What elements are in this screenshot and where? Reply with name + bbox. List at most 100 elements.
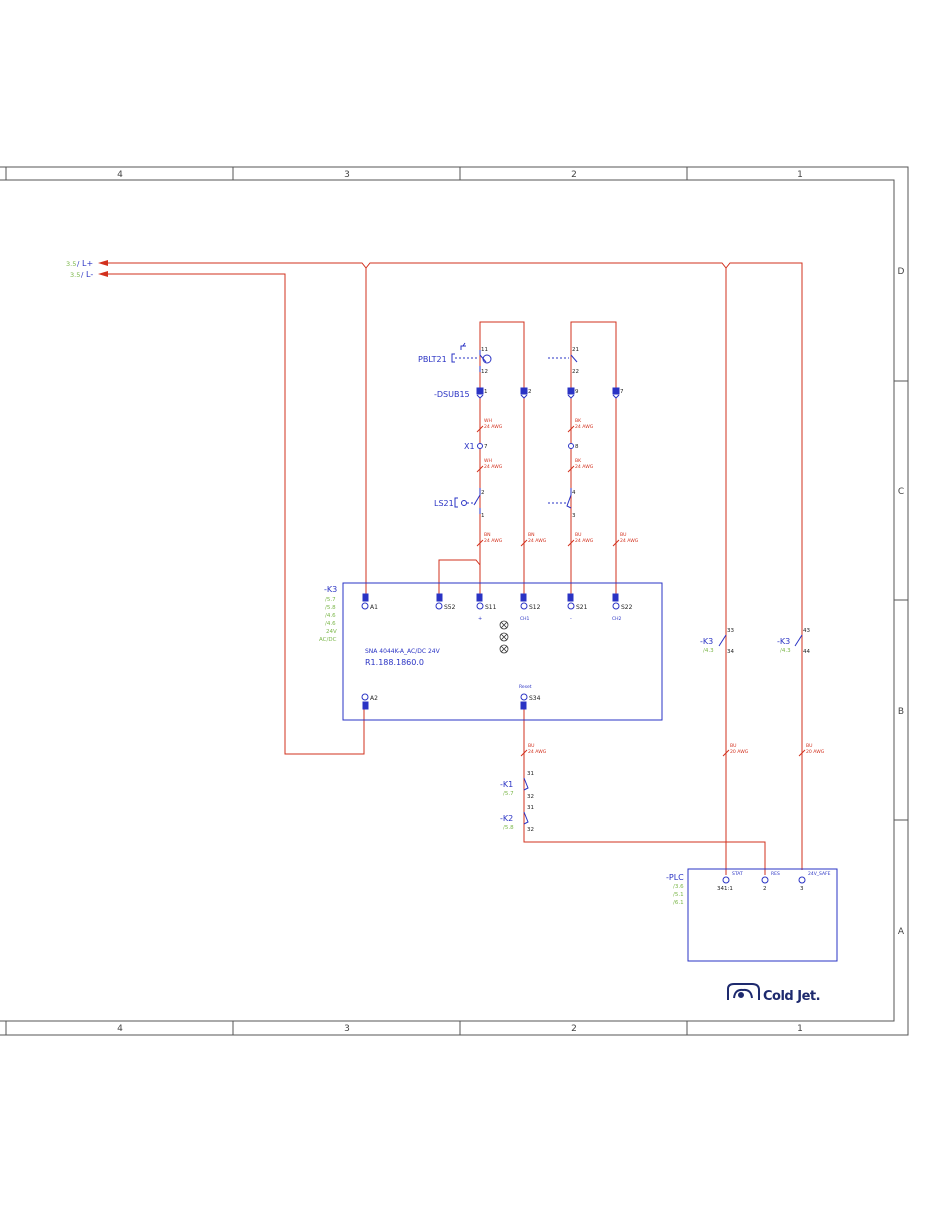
k3-terminal-s22: S22 bbox=[621, 604, 633, 611]
plc-signal-stat: STAT bbox=[732, 871, 743, 877]
k3-voltage-type: AC/DC bbox=[319, 637, 337, 643]
plc-terminals bbox=[722, 876, 806, 884]
pin-k2-32: 32 bbox=[527, 827, 534, 833]
row-label-b: B bbox=[898, 707, 904, 717]
plc-signal-res: RES bbox=[771, 871, 780, 877]
lminus-arrow-icon bbox=[98, 271, 108, 277]
cold-jet-logo-text: Cold Jet. bbox=[763, 989, 820, 1004]
wire-color-bu-2: BU bbox=[620, 532, 627, 538]
k3-terminal-a1: A1 bbox=[370, 604, 378, 611]
k3-ref-1: /5.7 bbox=[325, 597, 336, 603]
lminus-label: L- bbox=[86, 270, 93, 279]
pin-k3-43: 43 bbox=[803, 628, 810, 634]
column-label-2-bottom: 2 bbox=[571, 1024, 577, 1034]
k3-part-number: R1.188.1860.0 bbox=[365, 658, 424, 667]
k3-ch2-marker: CH2 bbox=[612, 616, 622, 622]
k3-ref-2: /5.8 bbox=[325, 605, 336, 611]
dsub15-connector-symbols bbox=[476, 387, 620, 399]
column-label-1: 1 bbox=[797, 170, 803, 180]
k1-ref: /5.7 bbox=[503, 791, 514, 797]
pin-dsub-1: 1 bbox=[484, 389, 488, 395]
k3-reset-label: Reset bbox=[519, 684, 532, 690]
pblt21-pushbutton-symbol bbox=[451, 342, 578, 372]
plc-box bbox=[687, 868, 838, 962]
wire-color-bu-5: BU bbox=[806, 743, 813, 749]
k1-label: -K1 bbox=[500, 780, 513, 789]
k3-terminal-s52: S52 bbox=[444, 604, 456, 611]
k3-contact1-ref: /4.3 bbox=[703, 648, 714, 654]
pin-k3-33: 33 bbox=[727, 628, 734, 634]
wire-color-bu-1: BU bbox=[575, 532, 582, 538]
wire-gauge-wh-1: 24 AWG bbox=[484, 424, 503, 430]
ls21-switch-symbol bbox=[454, 488, 572, 514]
wire-gauge-bk-2: 24 AWG bbox=[575, 464, 594, 470]
pin-ls-4: 4 bbox=[572, 490, 576, 496]
pin-k1-32: 32 bbox=[527, 794, 534, 800]
k3-contact2-label: -K3 bbox=[777, 637, 790, 646]
k2-ref: /5.8 bbox=[503, 825, 514, 831]
k3-voltage: 24V bbox=[326, 629, 337, 635]
lplus-reference: 3.5 bbox=[66, 260, 76, 268]
pin-x1-8: 8 bbox=[575, 444, 579, 450]
pin-pb-21: 21 bbox=[572, 347, 579, 353]
k2-label: -K2 bbox=[500, 814, 513, 823]
x1-label: X1 bbox=[464, 442, 475, 451]
k3-contact1-label: -K3 bbox=[700, 637, 713, 646]
pin-dsub-7: 7 bbox=[620, 389, 624, 395]
row-label-a: A bbox=[898, 927, 905, 937]
wire-color-bn-1: BN bbox=[484, 532, 491, 538]
wire-color-wh-2: WH bbox=[484, 458, 492, 464]
k3-label: -K3 bbox=[324, 585, 337, 594]
wire-gauge-bu-2: 24 AWG bbox=[620, 538, 639, 544]
pin-k2-31: 31 bbox=[527, 805, 534, 811]
plc-ref-3: /6.1 bbox=[673, 900, 684, 906]
plc-ref-2: /5.1 bbox=[673, 892, 684, 898]
row-label-c: C bbox=[898, 487, 904, 497]
x1-terminal-symbols bbox=[477, 443, 574, 449]
k3-minus-marker: - bbox=[570, 616, 572, 622]
plc-terminal-1: 341:1 bbox=[717, 886, 733, 892]
pblt21-label: PBLT21 bbox=[418, 355, 447, 364]
k3-ref-3: /4.6 bbox=[325, 613, 336, 619]
pin-k1-31: 31 bbox=[527, 771, 534, 777]
pin-pb-22: 22 bbox=[572, 369, 579, 375]
ls21-label: LS21 bbox=[434, 499, 454, 508]
k3-contact2-ref: /4.3 bbox=[780, 648, 791, 654]
pin-ls-3: 3 bbox=[572, 513, 576, 519]
wire-color-bu-4: BU bbox=[730, 743, 737, 749]
column-label-3: 3 bbox=[344, 170, 350, 180]
plc-ref-1: /3.6 bbox=[673, 884, 684, 890]
column-label-4-bottom: 4 bbox=[117, 1024, 123, 1034]
pin-dsub-9: 9 bbox=[575, 389, 579, 395]
pin-ls-2: 2 bbox=[481, 490, 485, 496]
lminus-reference: 3.5 bbox=[70, 271, 80, 279]
column-label-2: 2 bbox=[571, 170, 577, 180]
pin-x1-7: 7 bbox=[484, 444, 488, 450]
wire-color-wh-1: WH bbox=[484, 418, 492, 424]
k3-terminal-a2: A2 bbox=[370, 695, 378, 702]
plc-signal-24v-safe: 24V_SAFE bbox=[808, 871, 831, 877]
wire-slashes bbox=[476, 425, 806, 757]
k3-ch1-marker: CH1 bbox=[520, 616, 530, 622]
wire-color-bk-1: BK bbox=[575, 418, 582, 424]
wire-color-bk-2: BK bbox=[575, 458, 582, 464]
k3-terminal-s34: S34 bbox=[529, 695, 541, 702]
k3-relay-box bbox=[342, 582, 663, 721]
row-label-d: D bbox=[898, 267, 905, 277]
wire-gauge-bu-4: 20 AWG bbox=[730, 749, 749, 755]
lminus-slash: / bbox=[81, 271, 84, 279]
wire-color-bn-2: BN bbox=[528, 532, 535, 538]
lplus-slash: / bbox=[77, 260, 80, 268]
k3-terminal-markers bbox=[361, 593, 620, 710]
k3-contacts-symbols bbox=[718, 634, 803, 647]
pin-pb-11: 11 bbox=[481, 347, 488, 353]
plc-terminal-3: 3 bbox=[800, 886, 804, 892]
column-label-4: 4 bbox=[117, 170, 123, 180]
wiring bbox=[108, 262, 803, 875]
k3-terminal-s12: S12 bbox=[529, 604, 541, 611]
k3-terminal-s11: S11 bbox=[485, 604, 497, 611]
lplus-arrow-icon bbox=[98, 260, 108, 266]
wire-gauge-bu-1: 24 AWG bbox=[575, 538, 594, 544]
dsub15-label: -DSUB15 bbox=[434, 390, 470, 399]
